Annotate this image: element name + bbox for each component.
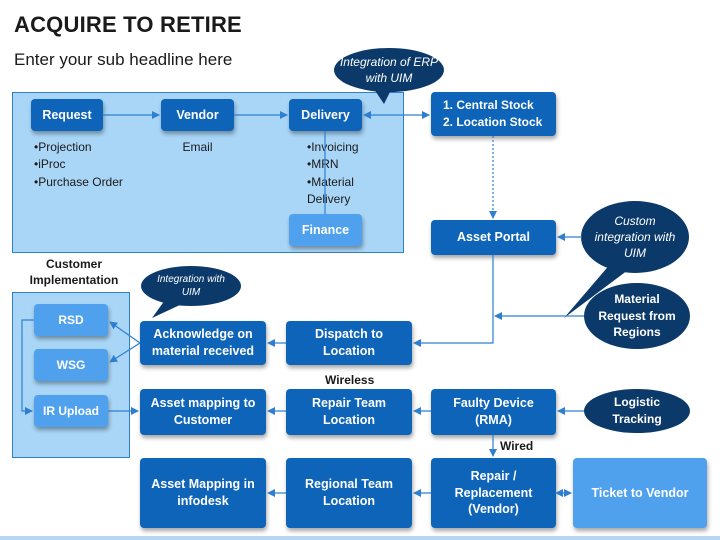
custom-uim-callout: Custom integration with UIM (581, 201, 689, 273)
acknowledge-rsd-arrow (109, 321, 141, 344)
central-stock-item: 1. Central Stock (443, 97, 534, 112)
finance-box[interactable]: Finance (289, 214, 362, 246)
uim-small-callout: Integration with UIM (141, 266, 241, 306)
footer-bar (0, 536, 720, 540)
note-item: •Projection (34, 140, 92, 154)
ir-upload-box[interactable]: IR Upload (34, 395, 108, 427)
material-request-bubble: Material Request from Regions (584, 283, 690, 349)
erp-callout-tail (372, 84, 394, 104)
repair-team-box[interactable]: Repair Team Location (286, 389, 412, 435)
customer-heading: Customer Implementation (29, 257, 119, 288)
wired-label: Wired (500, 439, 534, 453)
custom-callout-tail (564, 262, 628, 318)
request-notes: •Projection •iProc •Purchase Order (34, 139, 134, 191)
rsd-ir-upload-arrow (21, 319, 34, 415)
stock-box[interactable]: 1. Central Stock 2. Location Stock (431, 92, 556, 136)
regional-team-box[interactable]: Regional Team Location (286, 458, 412, 528)
vendor-box[interactable]: Vendor (161, 99, 234, 131)
portal-dispatch-arrow (413, 255, 494, 347)
vendor-note: Email (182, 140, 213, 154)
asset-portal-box[interactable]: Asset Portal (431, 220, 556, 255)
location-stock-item: 2. Location Stock (443, 115, 543, 129)
wsg-box[interactable]: WSG (34, 349, 108, 381)
note-item: •iProc (34, 157, 66, 172)
note-item: •Material Delivery (307, 174, 354, 207)
acknowledge-box[interactable]: Acknowledge on material received (140, 321, 266, 365)
asset-mapping-customer-box[interactable]: Asset mapping to Customer (140, 389, 266, 435)
page-subtitle: Enter your sub headline here (14, 50, 233, 69)
delivery-box[interactable]: Delivery (289, 99, 362, 131)
ticket-vendor-box[interactable]: Ticket to Vendor (573, 458, 707, 528)
rsd-box[interactable]: RSD (34, 304, 108, 336)
dispatch-box[interactable]: Dispatch to Location (286, 321, 412, 365)
faulty-device-box[interactable]: Faulty Device (RMA) (431, 389, 556, 435)
note-item: •MRN (307, 157, 339, 172)
note-item: •Purchase Order (34, 174, 123, 189)
logistic-tracking-bubble: Logistic Tracking (584, 389, 690, 433)
repair-replacement-box[interactable]: Repair / Replacement (Vendor) (431, 458, 556, 528)
note-item: •Invoicing (307, 140, 359, 154)
wireless-label: Wireless (325, 373, 375, 387)
uim-callout-tail (152, 300, 182, 318)
acknowledge-wsg-arrow (109, 342, 141, 363)
asset-mapping-infodesk-box[interactable]: Asset Mapping in infodesk (140, 458, 266, 528)
page-title: ACQUIRE TO RETIRE (14, 12, 242, 37)
delivery-notes: •Invoicing •MRN •Material Delivery (307, 139, 387, 209)
request-box[interactable]: Request (31, 99, 103, 131)
